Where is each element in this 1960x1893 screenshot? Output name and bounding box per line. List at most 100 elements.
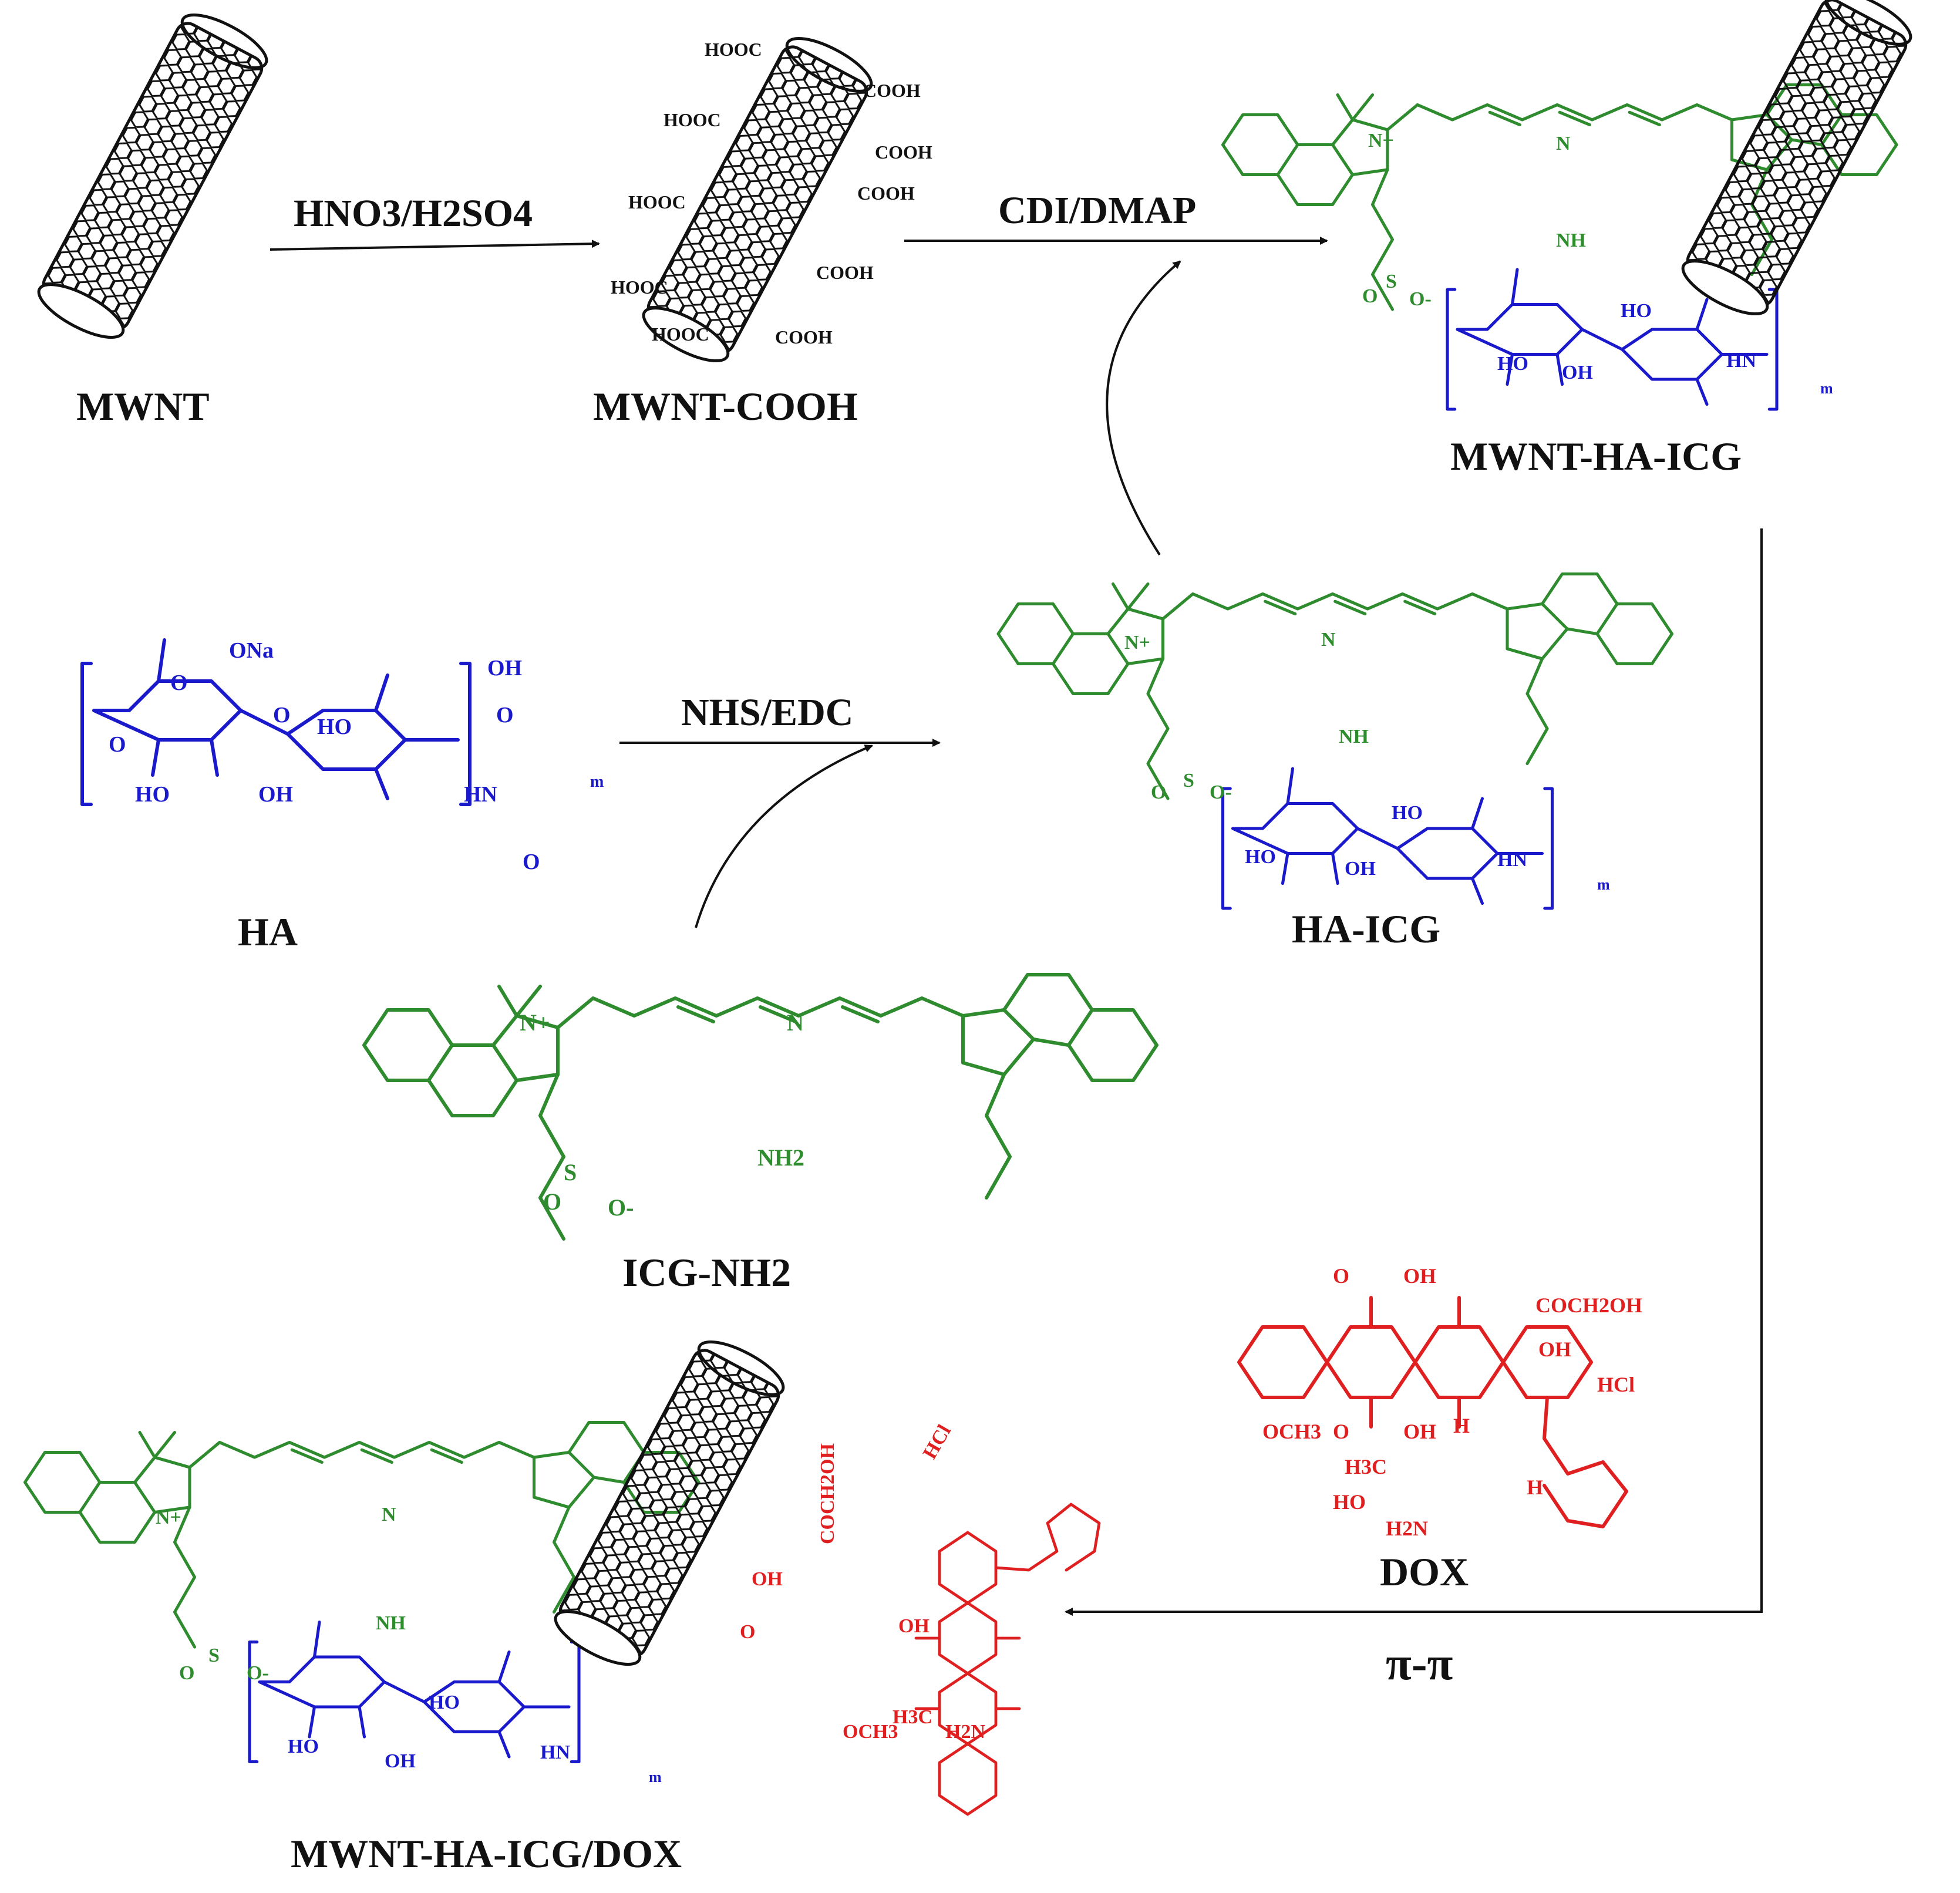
arrow-stacking xyxy=(1065,528,1763,1616)
svg-text:N: N xyxy=(1556,133,1571,154)
svg-text:OH: OH xyxy=(1562,362,1593,383)
arrow-icg-to-activation xyxy=(695,745,873,928)
svg-text:N+: N+ xyxy=(520,1009,550,1036)
svg-text:N: N xyxy=(382,1504,396,1525)
svg-text:HO: HO xyxy=(1333,1490,1366,1514)
svg-text:NH2: NH2 xyxy=(757,1144,804,1171)
svg-text:H2N: H2N xyxy=(1386,1517,1428,1540)
svg-text:COOH: COOH xyxy=(816,262,874,283)
svg-text:O: O xyxy=(170,671,188,695)
svg-text:HN: HN xyxy=(540,1742,570,1763)
svg-text:NH: NH xyxy=(376,1612,406,1634)
label-mwnt-cooh: MWNT-COOH xyxy=(593,384,858,429)
svg-text:N: N xyxy=(787,1009,804,1036)
svg-text:OH: OH xyxy=(1403,1264,1436,1288)
dox-structure: O OH COCH2OH OH HCl OCH3 O OH H H3C HO H… xyxy=(1239,1264,1642,1540)
svg-text:HOOC: HOOC xyxy=(652,324,709,345)
svg-text:NH: NH xyxy=(1556,230,1586,251)
svg-text:COOH: COOH xyxy=(863,80,921,101)
svg-text:OH: OH xyxy=(1345,858,1376,880)
svg-text:O: O xyxy=(1333,1264,1349,1288)
svg-text:O-: O- xyxy=(1409,288,1432,310)
mwnt-structure xyxy=(32,5,274,348)
svg-text:O: O xyxy=(543,1188,561,1215)
svg-text:COCH2OH: COCH2OH xyxy=(1535,1294,1642,1317)
svg-text:HO: HO xyxy=(1621,300,1652,322)
svg-text:COOH: COOH xyxy=(875,142,932,163)
svg-text:H2N: H2N xyxy=(945,1721,985,1743)
label-icg-nh2: ICG-NH2 xyxy=(622,1250,791,1295)
ha-icg-structure: N+ N NH S O O- HO OH HO HN m xyxy=(998,574,1672,909)
label-ha: HA xyxy=(238,910,298,954)
svg-text:H: H xyxy=(1527,1476,1543,1499)
svg-text:S: S xyxy=(564,1159,577,1185)
svg-text:COCH2OH: COCH2OH xyxy=(817,1443,838,1544)
svg-text:m: m xyxy=(1820,380,1833,397)
svg-text:H: H xyxy=(1453,1414,1470,1437)
svg-text:H3C: H3C xyxy=(893,1706,932,1728)
svg-text:S: S xyxy=(208,1645,220,1666)
svg-text:HO: HO xyxy=(135,782,170,807)
svg-text:HN: HN xyxy=(1726,350,1756,372)
svg-text:HN: HN xyxy=(1497,849,1527,871)
svg-text:O: O xyxy=(740,1621,755,1643)
label-mwnt-ha-icg-dox: MWNT-HA-ICG/DOX xyxy=(291,1831,682,1876)
arrow-oxidation xyxy=(270,240,600,251)
svg-text:O: O xyxy=(179,1662,194,1684)
svg-text:O: O xyxy=(523,850,540,874)
svg-text:NH: NH xyxy=(1339,726,1369,747)
mwnt-cooh-structure: HOOC COOH HOOC COOH COOH HOOC HOOC COOH … xyxy=(611,28,932,371)
svg-text:N+: N+ xyxy=(1124,632,1150,654)
reagent-oxidation: HNO3/H2SO4 xyxy=(294,192,533,235)
label-mwnt: MWNT xyxy=(76,384,210,429)
mwnt-ha-icg-structure: N+ N NH S O O- HO OH HO HN m xyxy=(1223,0,1918,409)
reagent-activation: NHS/EDC xyxy=(681,691,853,734)
svg-text:O: O xyxy=(273,703,291,727)
svg-text:HO: HO xyxy=(288,1736,319,1757)
svg-text:HOOC: HOOC xyxy=(611,277,668,298)
svg-text:HO: HO xyxy=(1392,802,1423,824)
svg-text:N+: N+ xyxy=(1368,130,1394,151)
svg-text:S: S xyxy=(1386,271,1397,292)
svg-text:OH: OH xyxy=(1403,1420,1436,1443)
icg-nh2-structure: N+ N NH2 S O O- xyxy=(364,975,1157,1239)
svg-text:N: N xyxy=(1321,629,1336,651)
svg-text:O: O xyxy=(1362,285,1378,307)
svg-text:HO: HO xyxy=(317,715,352,739)
svg-text:ONa: ONa xyxy=(229,638,274,663)
svg-text:O-: O- xyxy=(608,1194,634,1221)
svg-text:m: m xyxy=(1597,876,1610,893)
svg-text:HOOC: HOOC xyxy=(664,109,721,130)
label-mwnt-ha-icg: MWNT-HA-ICG xyxy=(1450,434,1742,479)
reagent-coupling: CDI/DMAP xyxy=(998,189,1196,232)
mwnt-ha-icg-dox-structure: N+ N NH S O O- HO OH HO HN m COCH2OH HCl… xyxy=(25,1332,1100,1814)
svg-text:HN: HN xyxy=(464,782,497,807)
arrow-ha-icg-to-coupling xyxy=(1106,260,1181,556)
svg-text:OCH3: OCH3 xyxy=(1262,1420,1321,1443)
label-ha-icg: HA-ICG xyxy=(1292,907,1440,951)
svg-text:HOOC: HOOC xyxy=(705,39,762,60)
svg-text:O: O xyxy=(109,732,126,757)
svg-text:HCl: HCl xyxy=(1597,1373,1635,1396)
label-dox: DOX xyxy=(1380,1550,1469,1594)
reagent-stacking: π-π xyxy=(1386,1638,1453,1690)
svg-text:H3C: H3C xyxy=(1345,1455,1387,1478)
svg-text:COOH: COOH xyxy=(857,183,915,204)
svg-text:HOOC: HOOC xyxy=(628,191,686,213)
svg-text:HCl: HCl xyxy=(919,1421,955,1463)
svg-text:O: O xyxy=(1333,1420,1349,1443)
svg-text:m: m xyxy=(649,1769,662,1786)
svg-text:OH: OH xyxy=(258,782,293,807)
svg-text:OCH3: OCH3 xyxy=(843,1721,898,1743)
svg-text:COOH: COOH xyxy=(775,326,833,348)
svg-text:O-: O- xyxy=(1210,782,1232,803)
svg-text:N+: N+ xyxy=(156,1507,181,1528)
ha-structure: ONa O O O HO OH HO OH O HN O m xyxy=(82,638,604,874)
svg-text:O: O xyxy=(1151,782,1166,803)
svg-text:O: O xyxy=(496,703,514,727)
svg-text:HO: HO xyxy=(1497,353,1528,375)
svg-text:OH: OH xyxy=(752,1568,783,1590)
svg-text:OH: OH xyxy=(898,1615,930,1637)
svg-text:HO: HO xyxy=(429,1692,460,1713)
